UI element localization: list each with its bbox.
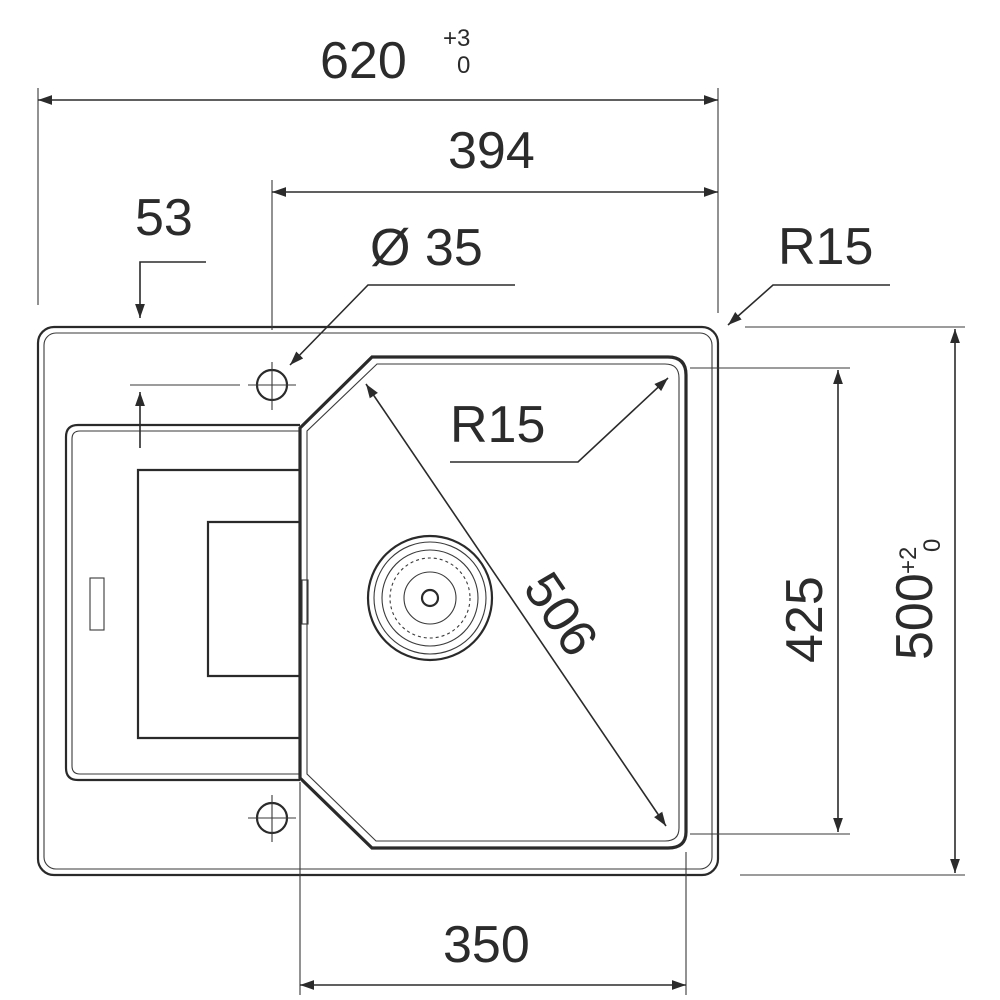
label-bowl-height: 425: [776, 576, 834, 663]
label-corner-radius-bowl: R15: [450, 396, 545, 454]
label-diagonal: 506: [512, 562, 609, 666]
sink-bowl: [298, 355, 688, 850]
label-bowl-width-top: 394: [448, 122, 535, 180]
sink-outline: [36, 325, 720, 877]
dim-leader-53-top: [135, 261, 206, 318]
extension-lines: [37, 88, 965, 995]
label-tap-hole-diameter: Ø 35: [370, 219, 483, 277]
drainboard-slot: [89, 577, 105, 631]
drainboard: [64, 423, 309, 782]
tap-hole-bottom: [248, 795, 296, 842]
overflow-marker: [301, 579, 309, 625]
dim-line-506: [365, 383, 667, 827]
dim-leader-r15-outer: [727, 284, 890, 326]
label-overall-width-tol-lower: 0: [457, 52, 470, 79]
label-bowl-width-bottom: 350: [443, 916, 530, 974]
label-offset: 53: [135, 189, 193, 247]
label-overall-height: 500: [886, 573, 944, 660]
label-overall-width-tol-upper: +3: [443, 25, 470, 52]
label-overall-width: 620: [320, 32, 407, 90]
dimension-labels: 620 +3 0 394 53 Ø 35 R15 R15 506 425 500…: [135, 25, 946, 974]
drain-strainer: [366, 534, 494, 662]
label-overall-height-tol-lower: 0: [919, 539, 946, 552]
label-corner-radius-outer: R15: [778, 218, 873, 276]
label-overall-height-tol-upper: +2: [895, 547, 922, 574]
dimension-lines: [38, 95, 960, 990]
tap-hole-top: [248, 362, 296, 410]
dim-leader-diameter: [289, 284, 515, 366]
